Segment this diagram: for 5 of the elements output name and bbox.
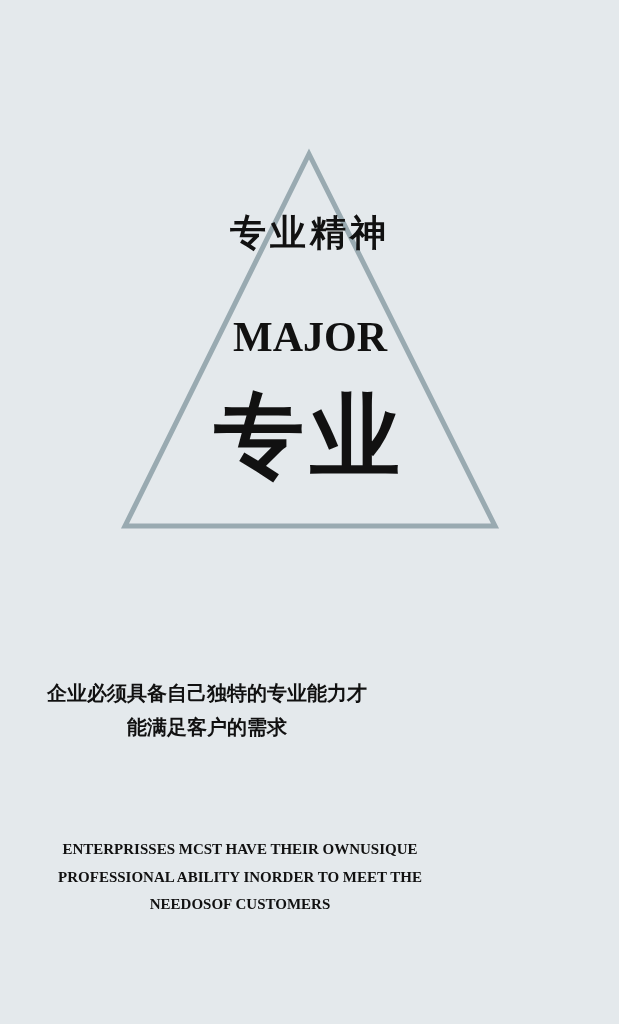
subtitle-heading: 专业精神 <box>229 214 391 254</box>
chinese-paragraph: 企业必须具备自己独特的专业能力才能满足客户的需求 <box>46 680 368 741</box>
english-heading: MAJOR <box>232 314 389 361</box>
main-heading: 专业 <box>213 386 407 485</box>
english-paragraph: ENTERPRISSES MCST HAVE THEIR OWNUSIQUE PROFESSIONAL ABILITY INORDER TO MEET THE NEEDOSOF CUSTOMERS <box>57 840 423 914</box>
